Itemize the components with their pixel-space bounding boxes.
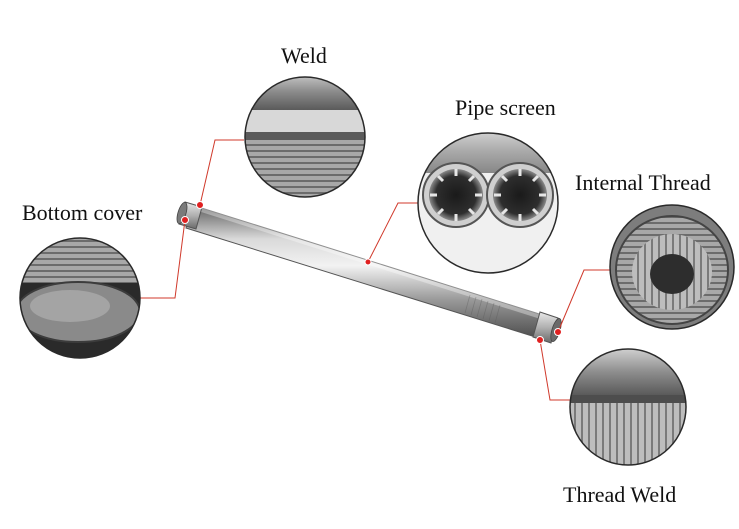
weld-detail-image (244, 76, 366, 198)
thread-weld-label: Thread Weld (563, 482, 677, 507)
marker-bottom-cover (181, 216, 189, 224)
pipe-screen-label: Pipe screen (455, 95, 556, 120)
marker-internal-thread (554, 328, 562, 336)
thread-weld-detail-image (569, 348, 687, 466)
leader-line-bottom-cover (140, 219, 186, 299)
leader-line-thread-weld (539, 339, 572, 401)
pipe-screen-detail-image (417, 132, 559, 274)
marker-weld (196, 201, 204, 209)
internal-thread-label: Internal Thread (575, 170, 711, 195)
leader-line-pipe-screen (367, 202, 420, 263)
leader-line-weld (199, 139, 244, 206)
marker-thread-weld (536, 336, 544, 344)
bottom-cover-label: Bottom cover (22, 200, 143, 225)
marker-pipe-screen (364, 258, 372, 266)
bottom-cover-detail-image (19, 237, 141, 359)
internal-thread-detail-image (609, 204, 735, 330)
markers (181, 201, 562, 344)
leader-line-internal-thread (557, 269, 610, 333)
leader-lines (140, 139, 610, 401)
weld-label: Weld (281, 43, 327, 68)
